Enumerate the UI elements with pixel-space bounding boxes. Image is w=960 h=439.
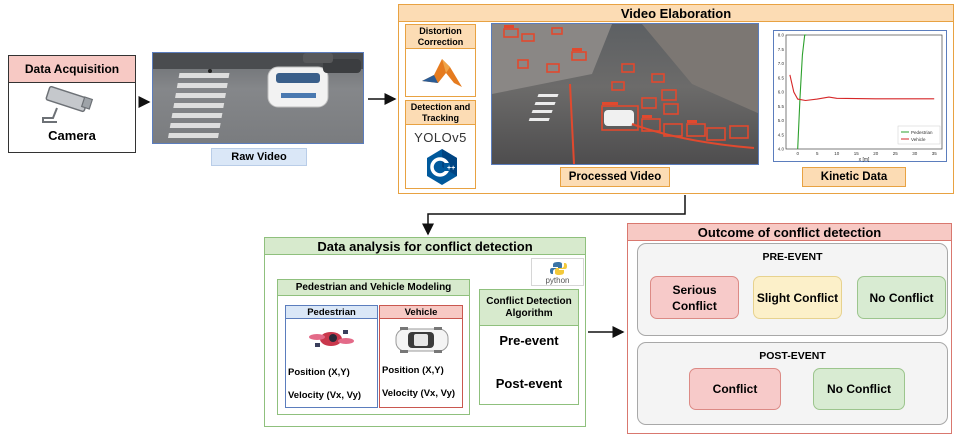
processed-video-image: [491, 23, 759, 165]
chart-legend: Pedestrian Vehicle: [897, 125, 941, 145]
conflict-detection-algorithm-title: Conflict Detection Algorithm: [480, 290, 578, 326]
vehicle-title: Vehicle: [380, 306, 462, 319]
svg-text:++: ++: [447, 165, 455, 172]
conflict-chip: Conflict: [689, 368, 781, 410]
kinetic-data-chart-box: 8.0 7.5 7.0 6.5 6.0 5.5 5.0 4.5 4.0 0 5 10 15 20 25 30…: [773, 30, 947, 163]
post-event-title: POST-EVENT: [759, 350, 826, 362]
distortion-correction-title: Distortion Correction: [406, 25, 475, 49]
legend-label-pedestrian: Pedestrian: [911, 130, 933, 135]
data-analysis-title: Data analysis for conflict detection: [265, 238, 585, 255]
python-logo-badge: python: [531, 258, 584, 286]
y-tick-label: 7.0: [778, 61, 785, 66]
camera-label: Camera: [48, 128, 96, 143]
pre-event-title: PRE-EVENT: [762, 251, 823, 263]
pedestrian-model-box: Pedestrian Position (X,Y) Velocity (Vx, …: [285, 305, 378, 408]
pedestrian-position-label: Position (X,Y): [288, 367, 350, 378]
y-tick-label: 4.0: [778, 147, 785, 152]
raw-video-image: [152, 52, 364, 144]
x-tick-label: 25: [893, 151, 899, 156]
x-tick-label: 35: [932, 151, 938, 156]
vehicle-model-box: Vehicle Position (X,Y) Velocity (Vx, Vy): [379, 305, 463, 408]
conflict-detection-algorithm-box: Conflict Detection Algorithm Pre-event P…: [479, 289, 579, 405]
post-event-label: Post-event: [495, 376, 563, 391]
x-tick-label: 0: [796, 151, 799, 156]
data-acquisition-title: Data Acquisition: [9, 56, 135, 83]
y-tick-label: 5.5: [778, 104, 785, 109]
legend-label-vehicle: Vehicle: [911, 137, 926, 142]
x-tick-label: 30: [912, 151, 918, 156]
pre-event-label: Pre-event: [499, 333, 559, 348]
no-conflict-post-chip: No Conflict: [813, 368, 905, 410]
pedestrian-title: Pedestrian: [286, 306, 377, 319]
pedestrian-icon: [309, 330, 354, 347]
outcome-title: Outcome of conflict detection: [628, 224, 951, 241]
yolo-logo-text: YOLOv5: [414, 129, 467, 145]
slight-conflict-chip: Slight Conflict: [753, 276, 842, 319]
raw-video-label: Raw Video: [211, 148, 307, 166]
y-tick-label: 8.0: [778, 33, 785, 38]
kinetic-data-label: Kinetic Data: [802, 167, 906, 187]
detection-tracking-box: Detection and Tracking YOLOv5 ++: [405, 100, 476, 189]
distortion-correction-box: Distortion Correction: [405, 24, 476, 97]
y-tick-label: 5.0: [778, 118, 785, 123]
pedestrian-velocity-label: Velocity (Vx, Vy): [288, 390, 362, 401]
kinetic-data-chart: 8.0 7.5 7.0 6.5 6.0 5.5 5.0 4.5 4.0 0 5 10 15 20 25 30…: [778, 33, 943, 163]
x-tick-label: 15: [854, 151, 860, 156]
y-tick-label: 6.5: [778, 75, 785, 80]
serious-conflict-chip: Serious Conflict: [650, 276, 739, 319]
vehicle-position-label: Position (X,Y): [382, 365, 444, 376]
car-icon: [395, 327, 449, 353]
arrow-elab-to-analysis: [422, 195, 686, 236]
python-icon: [550, 262, 567, 275]
y-tick-label: 4.5: [778, 132, 785, 137]
data-acquisition-box: Data Acquisition Camera: [8, 55, 136, 153]
matlab-icon: [422, 59, 462, 87]
processed-video-scene: [492, 24, 758, 164]
series-line-pedestrian: [797, 34, 807, 150]
raw-video-scene: [153, 53, 363, 138]
chart-x-axis-label: x [m]: [859, 157, 870, 163]
y-tick-label: 7.5: [778, 47, 785, 52]
detection-tracking-title: Detection and Tracking: [406, 101, 475, 125]
y-tick-label: 6.0: [778, 90, 785, 95]
no-conflict-pre-chip: No Conflict: [857, 276, 946, 319]
series-line-vehicle: [789, 74, 935, 102]
python-text: python: [545, 276, 570, 285]
processed-video-label: Processed Video: [560, 167, 670, 187]
camera-icon: [42, 86, 94, 123]
video-elaboration-title: Video Elaboration: [399, 5, 953, 22]
modeling-title: Pedestrian and Vehicle Modeling: [278, 280, 469, 296]
x-tick-label: 10: [834, 151, 840, 156]
x-tick-label: 20: [873, 151, 879, 156]
cplusplus-icon: ++: [427, 149, 457, 185]
x-tick-label: 5: [816, 151, 819, 156]
vehicle-velocity-label: Velocity (Vx, Vy): [382, 388, 456, 399]
